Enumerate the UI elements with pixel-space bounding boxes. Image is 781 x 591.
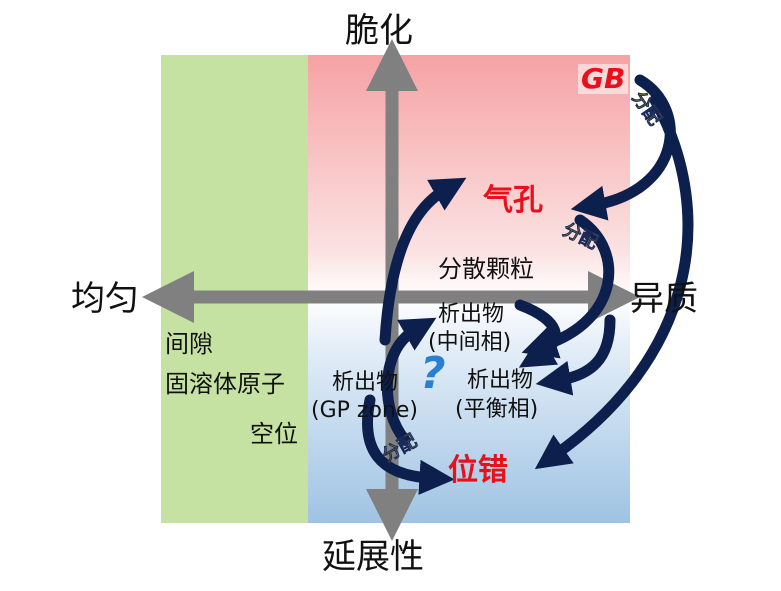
label-precipitate-intermediate-1: 析出物 xyxy=(438,302,505,327)
axis-label-heterogeneous: 异质 xyxy=(630,279,698,319)
question-mark: ? xyxy=(420,348,446,399)
arrow-gb-to-dislocation xyxy=(534,94,694,470)
axis-label-ductility: 延展性 xyxy=(322,537,424,577)
label-dislocation: 位错 xyxy=(448,453,508,488)
label-precipitate-gp-2: (GP zone) xyxy=(311,398,418,423)
arrow-gb-to-pore xyxy=(570,74,676,221)
axis-label-brittle: 脆化 xyxy=(345,11,413,51)
transition-arrows xyxy=(362,74,694,495)
homogeneous-zone xyxy=(161,55,308,523)
arrow-to-equilibrium xyxy=(535,314,616,396)
label-interstitial: 间隙 xyxy=(165,330,213,358)
arrow-pore-to-precipitate xyxy=(521,214,615,359)
axis-label-homogeneous: 均匀 xyxy=(71,279,139,319)
label-precipitate-intermediate-2: (中间相) xyxy=(428,330,512,355)
label-dispersed-particles: 分散颗粒 xyxy=(438,255,534,283)
label-pore: 气孔 xyxy=(483,183,543,218)
label-gb: GB xyxy=(578,64,629,94)
label-precipitate-gp-1: 析出物 xyxy=(332,370,399,395)
arrow-dislocation-to-intermediate xyxy=(381,317,437,446)
arrow-gp-to-pore xyxy=(379,177,467,346)
arrow-intermediate-loop xyxy=(514,299,561,368)
label-precipitate-equilibrium-1: 析出物 xyxy=(467,368,534,393)
arrow-gp-to-dislocation xyxy=(362,394,455,495)
label-solid-solution-atom: 固溶体原子 xyxy=(165,370,285,398)
label-precipitate-equilibrium-2: (平衡相) xyxy=(455,397,539,422)
label-vacancy: 空位 xyxy=(250,420,298,448)
